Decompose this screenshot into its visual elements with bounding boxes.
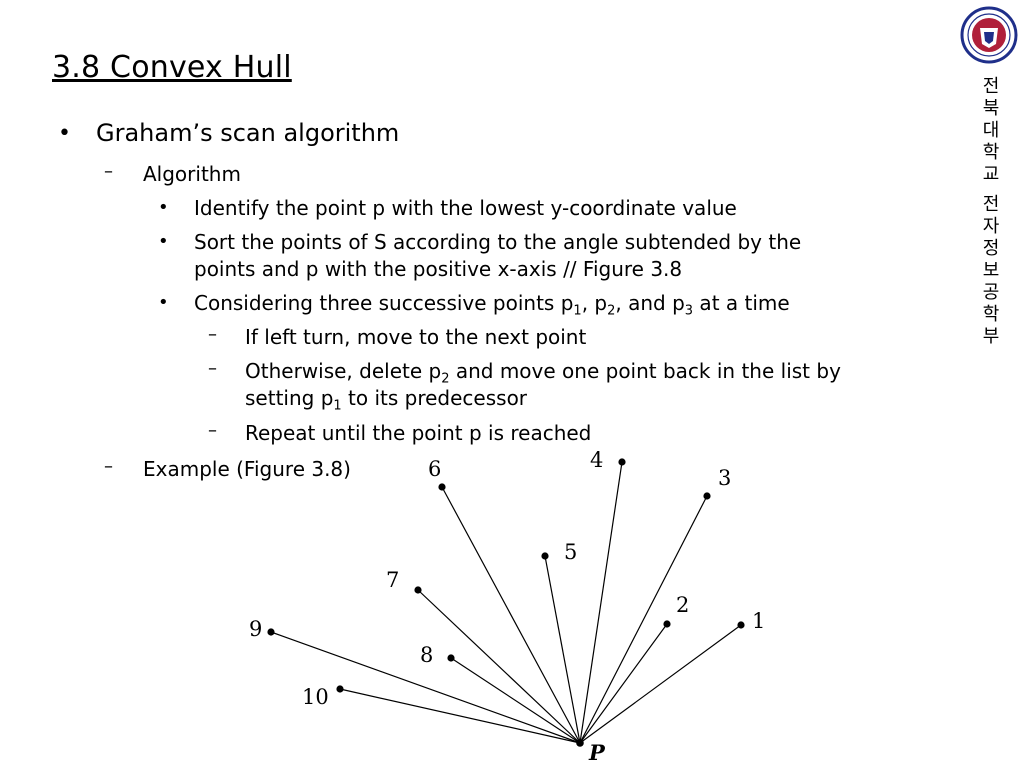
text-run: and move one point back in the list by bbox=[449, 359, 841, 383]
point-label-4: 4 bbox=[590, 448, 603, 472]
text-run: Considering three successive points p bbox=[194, 291, 574, 315]
bullet-identify-point: Identify the point p with the lowest y-c… bbox=[194, 196, 737, 220]
bullet-example: Example (Figure 3.8) bbox=[143, 457, 351, 481]
point-label-9: 9 bbox=[249, 617, 262, 641]
dash-marker: – bbox=[208, 324, 217, 345]
subscript: 1 bbox=[573, 303, 582, 319]
hull-edge-5 bbox=[544, 555, 581, 744]
point-6 bbox=[438, 483, 446, 491]
point-9 bbox=[267, 628, 275, 636]
sidebar-char: 북 bbox=[982, 98, 1000, 119]
text-run: , p bbox=[581, 291, 608, 315]
subscript: 2 bbox=[441, 371, 450, 387]
point-label-1: 1 bbox=[752, 609, 765, 633]
point-label-8: 8 bbox=[420, 643, 433, 667]
bullet-grahams-scan: Graham’s scan algorithm bbox=[96, 119, 400, 147]
point-1 bbox=[737, 621, 745, 629]
point-label-5: 5 bbox=[564, 540, 577, 564]
bullet-otherwise-line2: setting p1 to its predecessor bbox=[245, 386, 528, 413]
dash-marker: – bbox=[208, 358, 217, 379]
point-8 bbox=[447, 654, 455, 662]
dash-marker: – bbox=[208, 420, 217, 441]
hull-edge-7 bbox=[417, 589, 581, 744]
hull-edge-8 bbox=[450, 657, 581, 744]
subscript: 1 bbox=[333, 398, 342, 414]
dash-marker: – bbox=[104, 161, 113, 182]
point-10 bbox=[336, 685, 344, 693]
sidebar-char: 자 bbox=[982, 216, 1000, 237]
bullet-marker: • bbox=[58, 121, 71, 146]
university-logo-icon bbox=[960, 6, 1018, 64]
hull-edge-2 bbox=[579, 623, 668, 744]
sidebar-char: 공 bbox=[982, 282, 1000, 303]
bullet-sort-points-line1: Sort the points of S according to the an… bbox=[194, 230, 802, 254]
pivot-label: P bbox=[588, 740, 606, 765]
sidebar-char: 보 bbox=[982, 260, 1000, 281]
point-label-6: 6 bbox=[428, 457, 441, 481]
dash-marker: – bbox=[104, 456, 113, 477]
hull-edge-10 bbox=[339, 688, 581, 744]
sidebar-char: 대 bbox=[982, 120, 1000, 141]
sidebar-vertical-text: 전 북 대 학 교 전 자 정 보 공 학 부 bbox=[977, 76, 1005, 348]
point-5 bbox=[541, 552, 549, 560]
hull-edge-6 bbox=[441, 486, 581, 744]
bullet-algorithm: Algorithm bbox=[143, 162, 241, 186]
point-4 bbox=[618, 458, 626, 466]
text-run: Otherwise, delete p bbox=[245, 359, 442, 383]
bullet-marker: • bbox=[158, 292, 169, 313]
slide-title: 3.8 Convex Hull bbox=[52, 50, 292, 85]
sidebar-char: 학 bbox=[982, 304, 1000, 325]
pivot-point bbox=[576, 739, 584, 747]
point-label-7: 7 bbox=[386, 568, 399, 592]
bullet-otherwise-line1: Otherwise, delete p2 and move one point … bbox=[245, 359, 841, 386]
sidebar-char: 전 bbox=[982, 194, 1000, 215]
hull-edge-1 bbox=[579, 624, 742, 744]
text-run: setting p bbox=[245, 386, 334, 410]
bullet-left-turn: If left turn, move to the next point bbox=[245, 325, 587, 349]
bullet-marker: • bbox=[158, 197, 169, 218]
bullet-repeat: Repeat until the point p is reached bbox=[245, 421, 592, 445]
hull-edge-9 bbox=[270, 631, 581, 744]
bullet-sort-points-line2: points and p with the positive x-axis //… bbox=[194, 257, 683, 281]
subscript: 3 bbox=[684, 303, 694, 319]
text-run: , and p bbox=[615, 291, 685, 315]
point-label-2: 2 bbox=[676, 593, 689, 617]
point-7 bbox=[414, 586, 422, 594]
text-run: to its predecessor bbox=[341, 386, 528, 410]
point-label-3: 3 bbox=[718, 466, 731, 490]
point-label-10: 10 bbox=[302, 685, 329, 709]
subscript: 2 bbox=[607, 303, 616, 319]
bullet-marker: • bbox=[158, 231, 169, 252]
sidebar-char: 부 bbox=[982, 326, 1000, 347]
hull-edge-4 bbox=[579, 461, 623, 744]
point-2 bbox=[663, 620, 671, 628]
point-3 bbox=[703, 492, 711, 500]
hull-edge-3 bbox=[579, 495, 708, 744]
sidebar-char: 전 bbox=[982, 76, 1000, 97]
sidebar-char: 학 bbox=[982, 142, 1000, 163]
slide: 3.8 Convex Hull • Graham’s scan algorith… bbox=[52, 50, 841, 481]
bullet-three-points: Considering three successive points p1, … bbox=[194, 291, 790, 318]
sidebar-char: 교 bbox=[982, 164, 1000, 185]
text-run: at a time bbox=[693, 291, 790, 315]
sidebar-char: 정 bbox=[982, 238, 1000, 259]
